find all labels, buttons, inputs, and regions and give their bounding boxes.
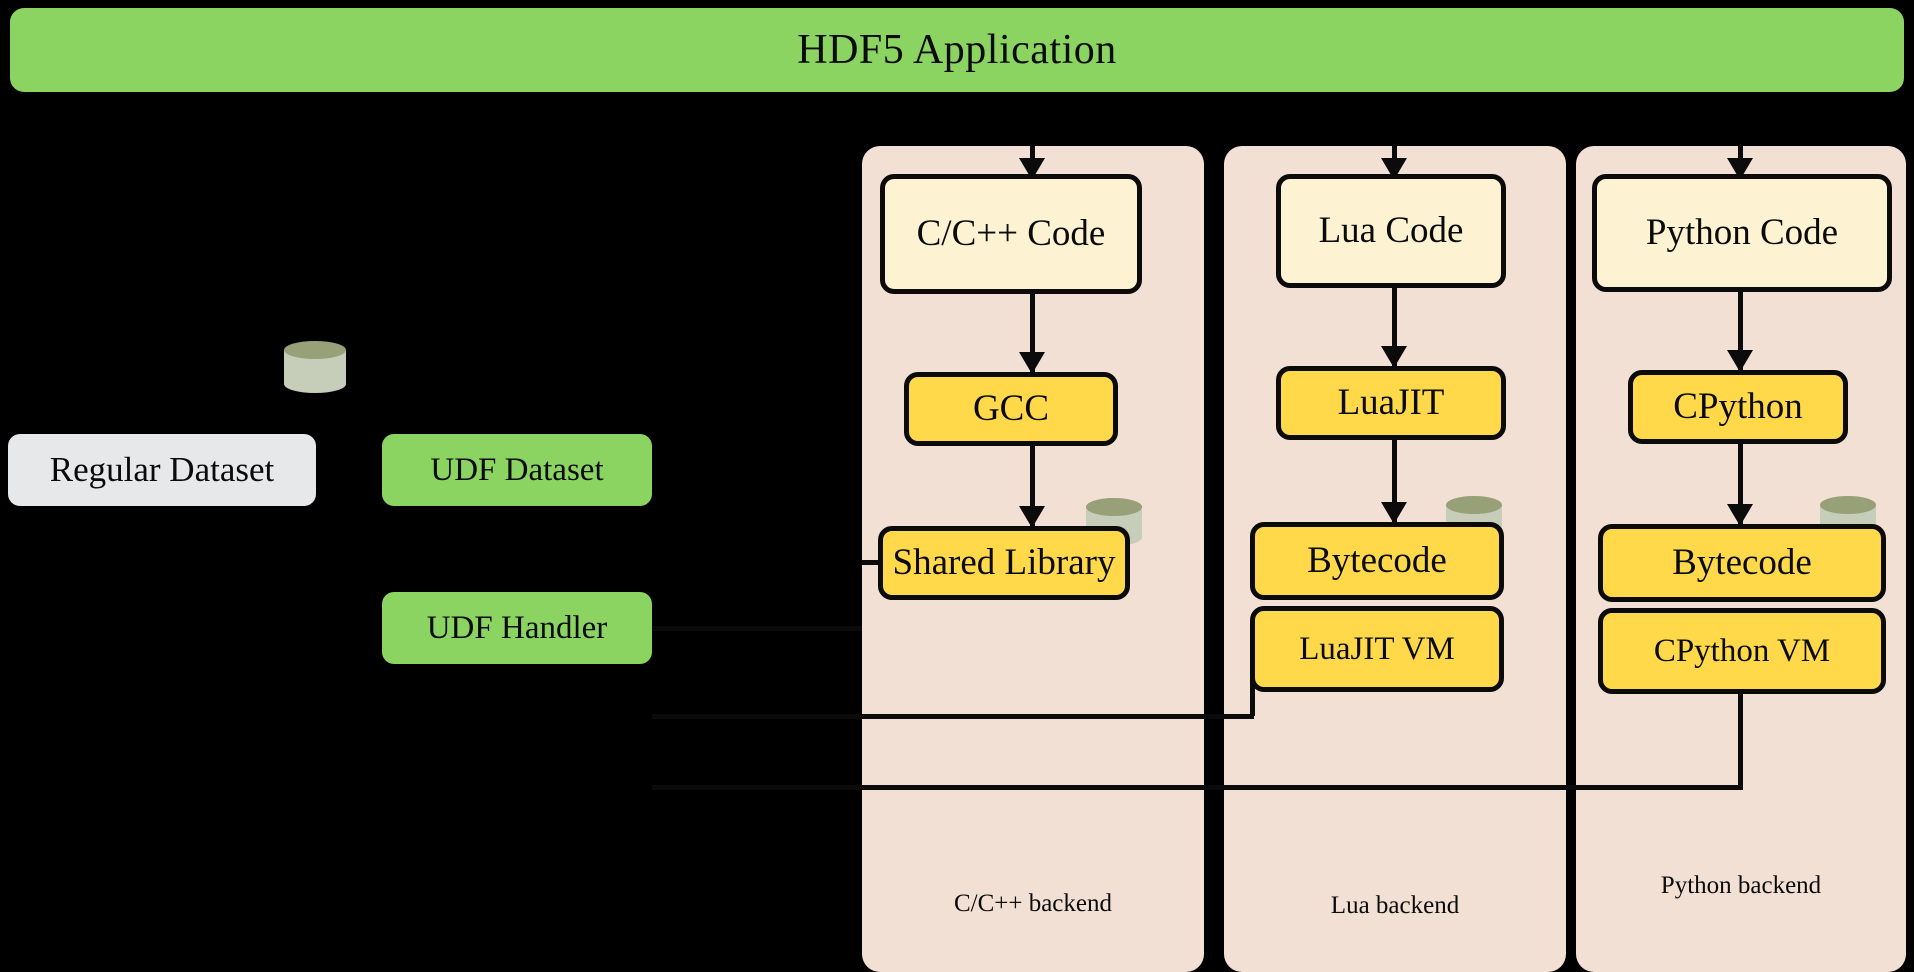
connector-riser-luajit-vm [1250, 646, 1255, 716]
node-cpython[interactable]: CPython [1628, 370, 1848, 444]
node-c-code-label: C/C++ Code [916, 212, 1106, 254]
legend-regular-dataset: Regular Dataset [8, 434, 316, 506]
node-cpython-vm-label: CPython VM [1653, 632, 1831, 669]
bus-line-luajit-vm [862, 714, 1204, 719]
node-shared-library[interactable]: Shared Library [878, 526, 1130, 600]
arrow-shaft-gcc-to-shared-library [1030, 446, 1035, 526]
arrow-down-icon [1019, 352, 1045, 374]
arrow-shaft-code-to-gcc [1030, 294, 1035, 372]
node-python-code-label: Python Code [1645, 211, 1839, 253]
node-python-bytecode-label: Bytecode [1672, 541, 1812, 583]
bus-line-cpython-vm [1224, 785, 1566, 790]
backend-column-c: C/C++ Code GCC Shared Library C/C++ back… [862, 146, 1204, 972]
arrow-down-icon [1381, 502, 1407, 524]
database-cylinder-icon [284, 341, 346, 393]
column-caption-c: C/C++ backend [953, 890, 1113, 917]
legend-udf-handler-label: UDF Handler [426, 609, 608, 646]
node-lua-bytecode[interactable]: Bytecode [1250, 522, 1504, 600]
arrow-shaft-cpython-to-bytecode [1738, 444, 1743, 524]
node-luajit[interactable]: LuaJIT [1276, 366, 1506, 440]
legend-regular-dataset-label: Regular Dataset [49, 450, 275, 489]
node-lua-code[interactable]: Lua Code [1276, 174, 1506, 288]
node-cpython-label: CPython [1673, 385, 1803, 427]
connector-stub-luajit-vm [1224, 714, 1254, 719]
column-caption-python: Python backend [1660, 872, 1822, 899]
node-lua-code-label: Lua Code [1318, 209, 1464, 251]
node-cpython-vm[interactable]: CPython VM [1598, 608, 1886, 694]
legend-udf-dataset-label: UDF Dataset [430, 451, 604, 488]
connector-stub-cpython-vm [1576, 785, 1743, 790]
node-luajit-vm[interactable]: LuaJIT VM [1250, 606, 1504, 692]
backend-column-python: Python Code CPython Bytecode CPython VM … [1576, 146, 1906, 972]
arrow-shaft-code-to-cpython [1738, 292, 1743, 370]
hdf5-application-banner: HDF5 Application [10, 8, 1904, 92]
bus-line-cpython-vm [862, 785, 1204, 790]
arrow-down-icon [1727, 504, 1753, 526]
node-c-code[interactable]: C/C++ Code [880, 174, 1142, 294]
legend-udf-handler: UDF Handler [382, 592, 652, 664]
backend-column-lua: Lua Code LuaJIT Bytecode LuaJIT VM Lua b… [1224, 146, 1566, 972]
legend-udf-dataset: UDF Dataset [382, 434, 652, 506]
node-shared-library-label: Shared Library [892, 541, 1116, 583]
node-python-bytecode[interactable]: Bytecode [1598, 524, 1886, 602]
connector-riser-cpython-vm [1738, 692, 1743, 790]
node-luajit-label: LuaJIT [1337, 381, 1445, 423]
column-caption-lua: Lua backend [1330, 892, 1460, 919]
arrow-down-icon [1727, 350, 1753, 372]
node-python-code[interactable]: Python Code [1592, 174, 1892, 292]
hdf5-application-title: HDF5 Application [797, 27, 1117, 73]
node-luajit-vm-label: LuaJIT VM [1299, 630, 1455, 667]
connector-handler-to-shared-library [652, 626, 866, 631]
arrow-down-icon [1381, 346, 1407, 368]
arrow-down-icon [1019, 506, 1045, 528]
node-lua-bytecode-label: Bytecode [1307, 539, 1447, 581]
arrow-shaft-code-to-luajit [1392, 288, 1397, 366]
node-gcc[interactable]: GCC [904, 372, 1118, 446]
node-gcc-label: GCC [972, 387, 1050, 429]
arrow-shaft-luajit-to-bytecode [1392, 440, 1397, 522]
connector-stub-shared-library [862, 560, 882, 565]
